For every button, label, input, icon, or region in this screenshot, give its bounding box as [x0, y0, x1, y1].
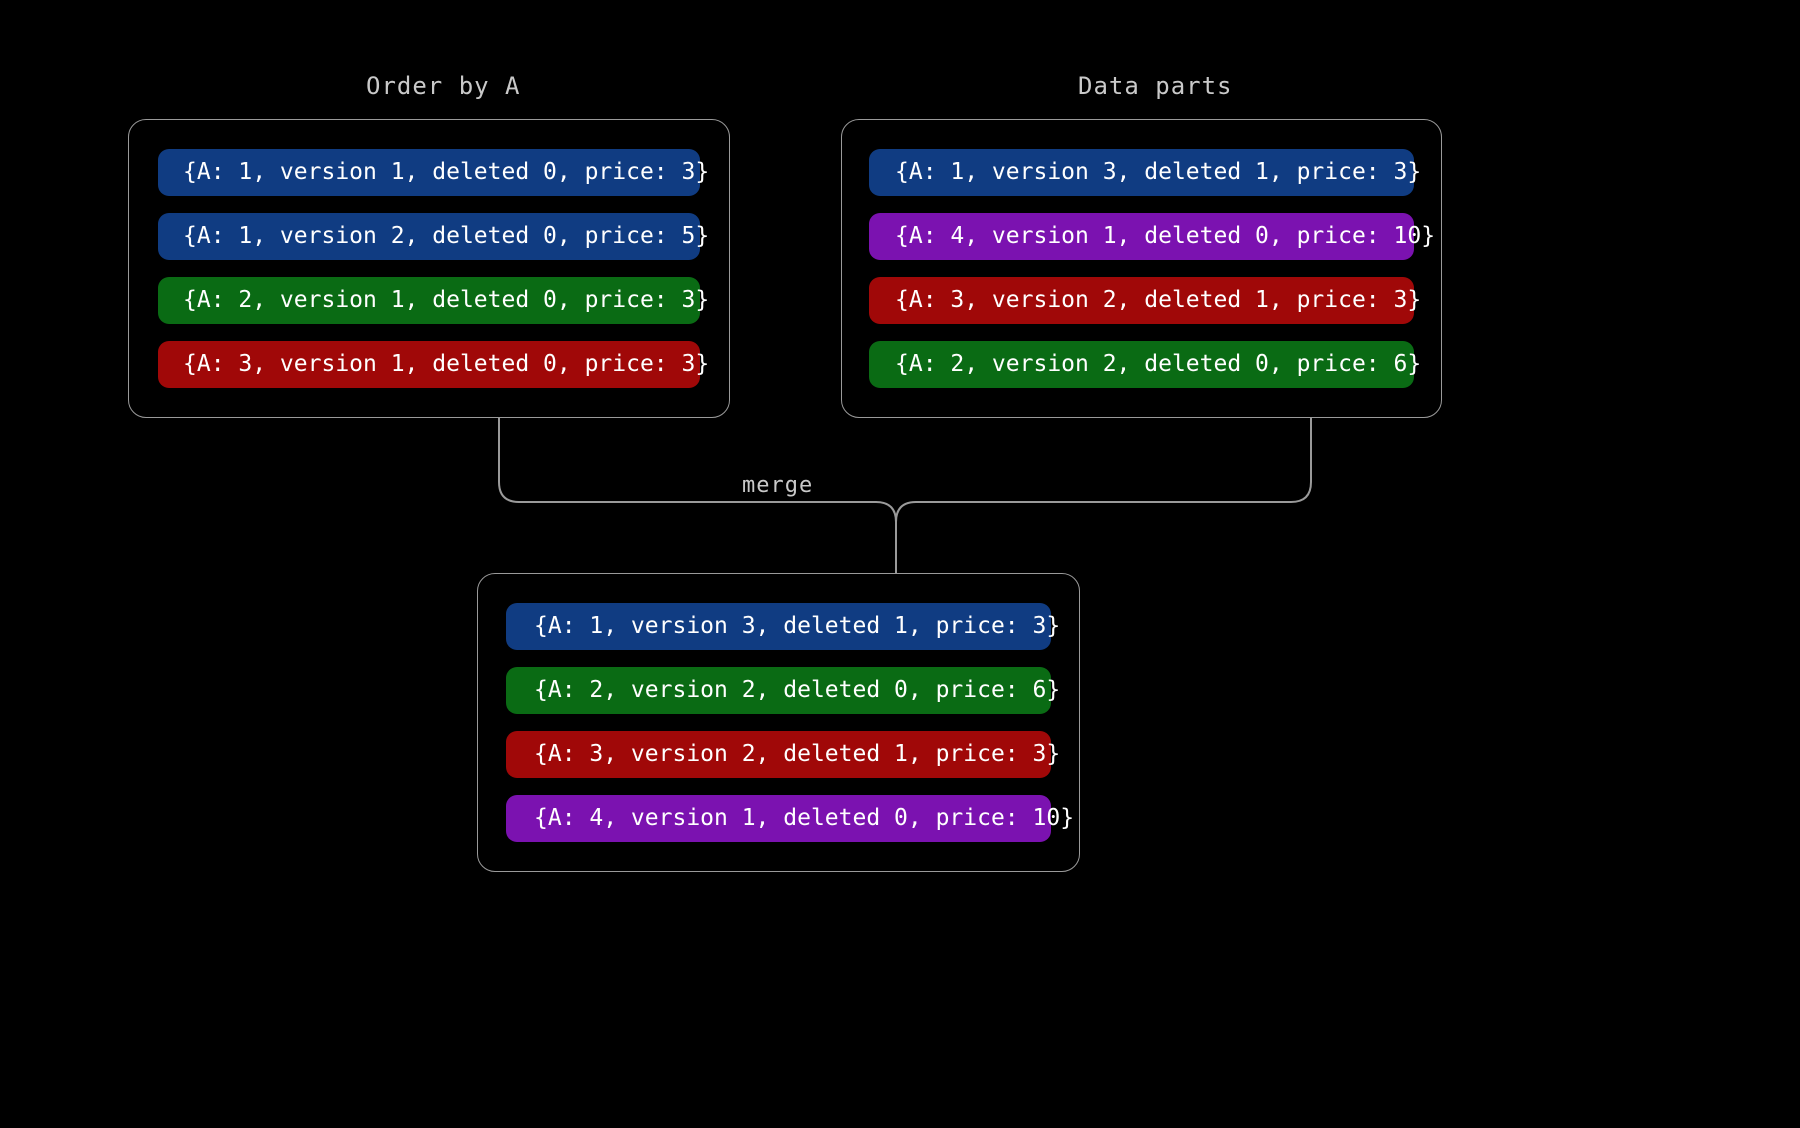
data-row[interactable]: {A: 1, version 2, deleted 0, price: 5} [158, 213, 709, 260]
row-list-merged: {A: 1, version 3, deleted 1, price: 3} {… [478, 574, 1079, 871]
data-row[interactable]: {A: 1, version 3, deleted 1, price: 3} [506, 603, 1060, 650]
data-row[interactable]: {A: 2, version 1, deleted 0, price: 3} [158, 277, 709, 324]
data-row[interactable]: {A: 2, version 2, deleted 0, price: 6} [869, 341, 1421, 388]
data-row[interactable]: {A: 4, version 1, deleted 0, price: 10} [869, 213, 1435, 260]
data-row[interactable]: {A: 3, version 2, deleted 1, price: 3} [506, 731, 1060, 778]
data-row[interactable]: {A: 2, version 2, deleted 0, price: 6} [506, 667, 1060, 714]
panel-title-order-by-a: Order by A [366, 72, 521, 100]
data-row[interactable]: {A: 1, version 3, deleted 1, price: 3} [869, 149, 1421, 196]
row-list-order-by-a: {A: 1, version 1, deleted 0, price: 3} {… [129, 120, 729, 417]
merge-label: merge [742, 473, 814, 498]
data-row[interactable]: {A: 4, version 1, deleted 0, price: 10} [506, 795, 1074, 842]
panel-title-data-parts: Data parts [1078, 72, 1233, 100]
panel-merged-result: {A: 1, version 3, deleted 1, price: 3} {… [477, 573, 1080, 872]
data-row[interactable]: {A: 3, version 1, deleted 0, price: 3} [158, 341, 709, 388]
row-list-data-parts: {A: 1, version 3, deleted 1, price: 3} {… [842, 120, 1441, 417]
panel-data-parts: {A: 1, version 3, deleted 1, price: 3} {… [841, 119, 1442, 418]
data-row[interactable]: {A: 3, version 2, deleted 1, price: 3} [869, 277, 1421, 324]
panel-order-by-a: {A: 1, version 1, deleted 0, price: 3} {… [128, 119, 730, 418]
data-row[interactable]: {A: 1, version 1, deleted 0, price: 3} [158, 149, 709, 196]
